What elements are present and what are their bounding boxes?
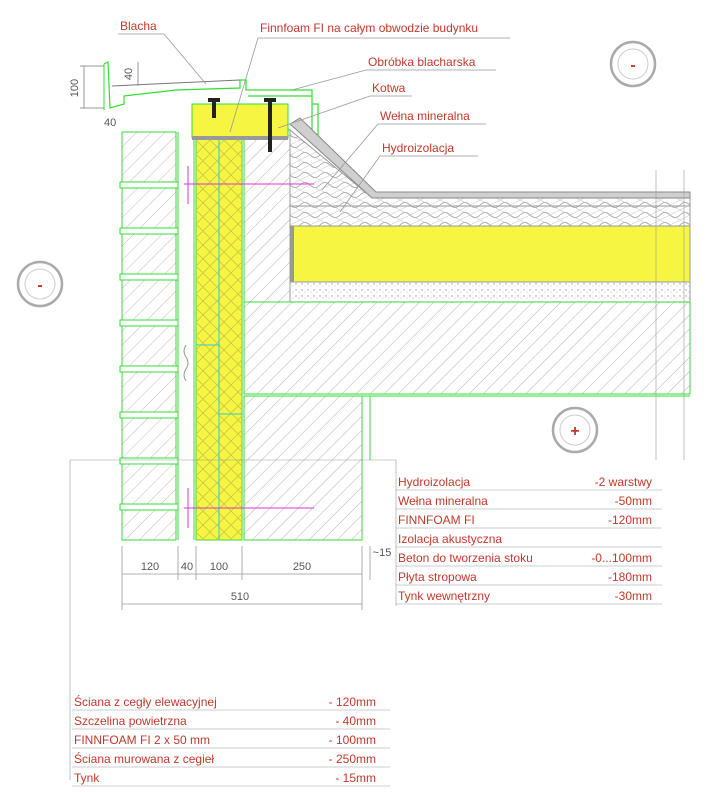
label-welna: Wełna mineralna xyxy=(380,109,470,123)
exterior-sign-left: - xyxy=(16,260,64,308)
dim-510: 510 xyxy=(231,591,249,603)
dim-40-vertical: 40 xyxy=(123,68,135,80)
roof-layer-row-name: Beton do tworzenia stoku xyxy=(398,551,533,565)
wall-layer-row-name: Tynk xyxy=(74,771,100,785)
dim-40-horizontal: 40 xyxy=(104,117,116,129)
air-gap xyxy=(177,132,195,540)
roof-layer-row-name: Płyta stropowa xyxy=(398,570,477,584)
sign-minus-top: - xyxy=(630,57,635,74)
label-finnfoam-obwod: Finnfoam FI na całym obwodzie budynku xyxy=(260,21,478,35)
roof-layer-row-value: -180mm xyxy=(608,570,652,584)
exterior-sign-top: - xyxy=(609,40,657,88)
wall-layer-row-name: Szczelina powietrzna xyxy=(74,714,187,728)
label-blacha: Blacha xyxy=(120,19,157,33)
wall-layers-table: Ściana z cegły elewacyjnej - 120mmSzczeli… xyxy=(72,694,390,787)
roof-layer-row-name: Hydroizolacja xyxy=(398,475,470,489)
dim-250: 250 xyxy=(293,561,311,573)
dim-15: ~15 xyxy=(373,547,392,559)
label-obrobka: Obróbka blacharska xyxy=(368,55,476,69)
interior-sign: + xyxy=(551,406,599,454)
sign-plus: + xyxy=(570,423,579,440)
dim-100: 100 xyxy=(210,561,228,573)
leader-lines xyxy=(118,33,510,213)
dim-40: 40 xyxy=(181,561,193,573)
masonry-wall xyxy=(243,129,363,541)
roof-layer-row-name: FINNFOAM FI xyxy=(398,513,475,527)
roof-layer-row-value: -120mm xyxy=(608,513,652,527)
roof-layer-row-value: -50mm xyxy=(615,494,652,508)
bottom-dimensions xyxy=(121,546,371,610)
wall-layer-row-value: - 250mm xyxy=(329,752,376,766)
roof-layer-row-value: -0...100mm xyxy=(591,551,652,565)
brick-wall xyxy=(119,131,179,541)
dim-100-vertical: 100 xyxy=(69,79,81,97)
parapet-cap xyxy=(103,61,319,152)
top-left-dimensions: 100 40 40 xyxy=(69,62,139,129)
wall-layer-row-value: - 15mm xyxy=(335,771,376,785)
roof-layers xyxy=(243,117,691,460)
wall-layer-row-name: Ściana z cegły elewacyjnej xyxy=(74,694,217,709)
wall-layer-row-value: - 100mm xyxy=(329,733,376,747)
sign-minus-left: - xyxy=(37,277,42,294)
roof-layer-row-value: -30mm xyxy=(615,589,652,603)
wall-insulation xyxy=(195,137,243,541)
label-kotwa: Kotwa xyxy=(372,81,406,95)
roof-layer-row-name: Tynk wewnętrzny xyxy=(398,589,490,603)
roof-layer-row-name: Wełna mineralna xyxy=(398,494,488,508)
dim-120: 120 xyxy=(141,561,159,573)
wall-layer-row-value: - 40mm xyxy=(335,714,376,728)
roof-layer-row-name: Izolacja akustyczna xyxy=(398,532,502,546)
axis-marks xyxy=(184,166,314,528)
roof-layer-row-value: -2 warstwy xyxy=(595,475,652,489)
label-hydroizolacja: Hydroizolacja xyxy=(382,141,454,155)
wall-layer-row-name: Ściana murowana z cegieł xyxy=(74,751,214,766)
wall-layer-row-name: FINNFOAM FI 2 x 50 mm xyxy=(74,733,210,747)
wall-layer-row-value: - 120mm xyxy=(329,695,376,709)
